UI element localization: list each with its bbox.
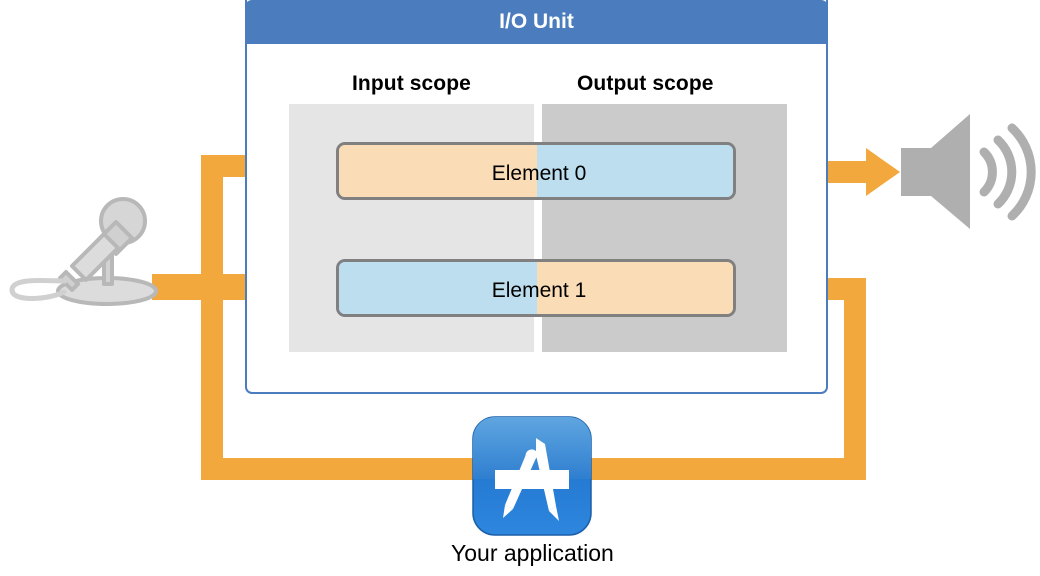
element-0-input-half	[339, 145, 538, 197]
io-unit-header: I/O Unit	[245, 0, 828, 44]
signal-path-app-to-element0	[201, 155, 345, 480]
element-0-label-wrap: Element 0	[339, 145, 733, 197]
element-1-box[interactable]: Element 1	[336, 259, 736, 317]
element-0-output-half	[537, 145, 733, 197]
microphone-icon	[9, 197, 158, 306]
element-1-output-half	[537, 262, 733, 314]
element-1-label-wrap: Element 1	[339, 262, 733, 314]
output-scope-label: Output scope	[577, 72, 714, 95]
element-1-label: Element 1	[491, 279, 587, 302]
application-label: Your application	[451, 540, 614, 566]
element-0-box[interactable]: Element 0	[336, 142, 736, 200]
input-scope-label: Input scope	[352, 72, 471, 95]
element-0-label: Element 0	[491, 162, 587, 185]
speaker-icon	[901, 114, 1036, 229]
element-1-input-half	[339, 262, 538, 314]
io-unit-title: I/O Unit	[499, 10, 574, 33]
